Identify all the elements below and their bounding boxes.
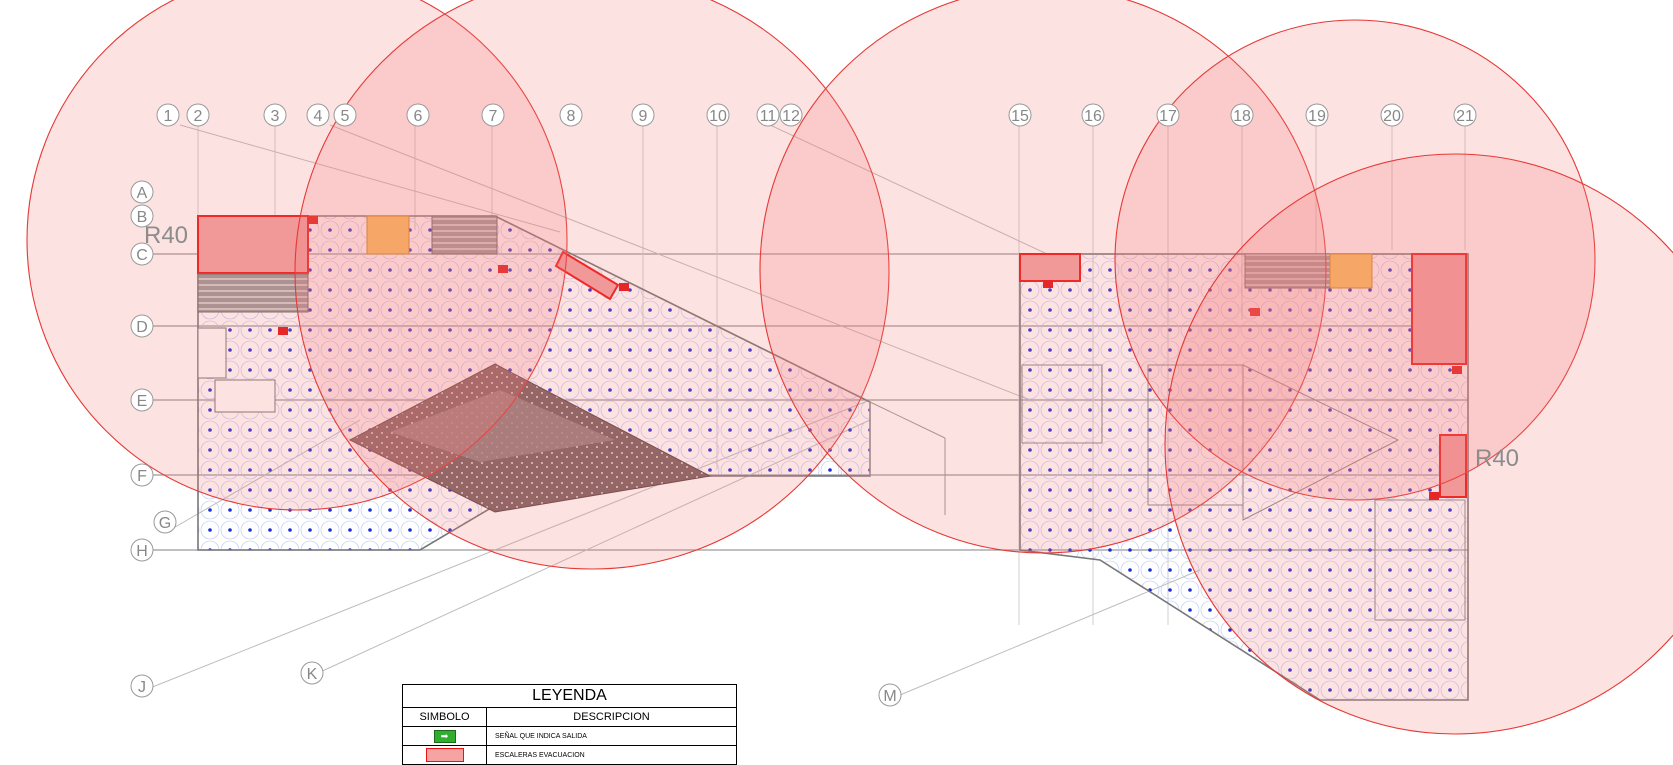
legend-item-description: ESCALERAS EVACUACION [495, 751, 585, 759]
row-label: E [137, 393, 148, 410]
column-label: 9 [639, 108, 648, 125]
column-label: 4 [314, 108, 323, 125]
left-building [197, 215, 946, 551]
coverage-circles [26, 0, 1673, 735]
column-label: 3 [271, 108, 280, 125]
evacuation-stairs-swatch [425, 748, 464, 762]
row-label: B [137, 209, 148, 226]
column-label: 7 [489, 108, 498, 125]
row-label: A [137, 185, 148, 202]
legend-table: LEYENDA SIMBOLO DESCRIPCION ➡ SEÑAL QUE … [402, 684, 737, 765]
column-label: 20 [1383, 108, 1401, 125]
row-label: J [138, 679, 146, 696]
exit-sign-icon: ➡ [433, 729, 456, 743]
legend-item-description: SEÑAL QUE INDICA SALIDA [495, 732, 587, 740]
column-label: 11 [760, 108, 777, 125]
row-bubbles: A B C D E F G H J K M [130, 180, 902, 707]
exit-markers [278, 216, 1462, 500]
column-label: 6 [414, 108, 423, 125]
row-label: M [883, 688, 896, 705]
legend-title: LEYENDA [403, 685, 736, 708]
column-label: 21 [1456, 108, 1474, 125]
legend-symbol-header: SIMBOLO [403, 708, 487, 726]
legend-description-header: DESCRIPCION [573, 711, 650, 723]
radius-label-right: R40 [1475, 445, 1519, 472]
column-label: 5 [341, 108, 350, 125]
column-label: 16 [1084, 108, 1102, 125]
radius-label-left: R40 [144, 222, 188, 249]
column-label: 10 [709, 108, 727, 125]
column-label: 17 [1159, 108, 1177, 125]
column-bubbles: 1 2 3 4 5 6 7 8 9 10 11 12 15 16 17 18 1… [156, 103, 1477, 127]
row-label: F [137, 468, 147, 485]
row-label: H [136, 543, 148, 560]
right-building [1019, 253, 1469, 701]
legend-row-exit-sign: ➡ SEÑAL QUE INDICA SALIDA [403, 727, 736, 746]
legend-row-evacuation-stairs: ESCALERAS EVACUACION [403, 746, 736, 764]
row-label: G [159, 515, 171, 532]
row-label: K [307, 666, 318, 683]
row-label: C [136, 247, 148, 264]
column-label: 15 [1011, 108, 1029, 125]
row-label: D [136, 319, 148, 336]
column-label: 2 [194, 108, 203, 125]
column-label: 1 [164, 108, 173, 125]
column-label: 18 [1233, 108, 1251, 125]
column-label: 19 [1308, 108, 1326, 125]
column-label: 12 [782, 108, 800, 125]
column-label: 8 [567, 108, 576, 125]
legend-header-row: SIMBOLO DESCRIPCION [403, 708, 736, 727]
